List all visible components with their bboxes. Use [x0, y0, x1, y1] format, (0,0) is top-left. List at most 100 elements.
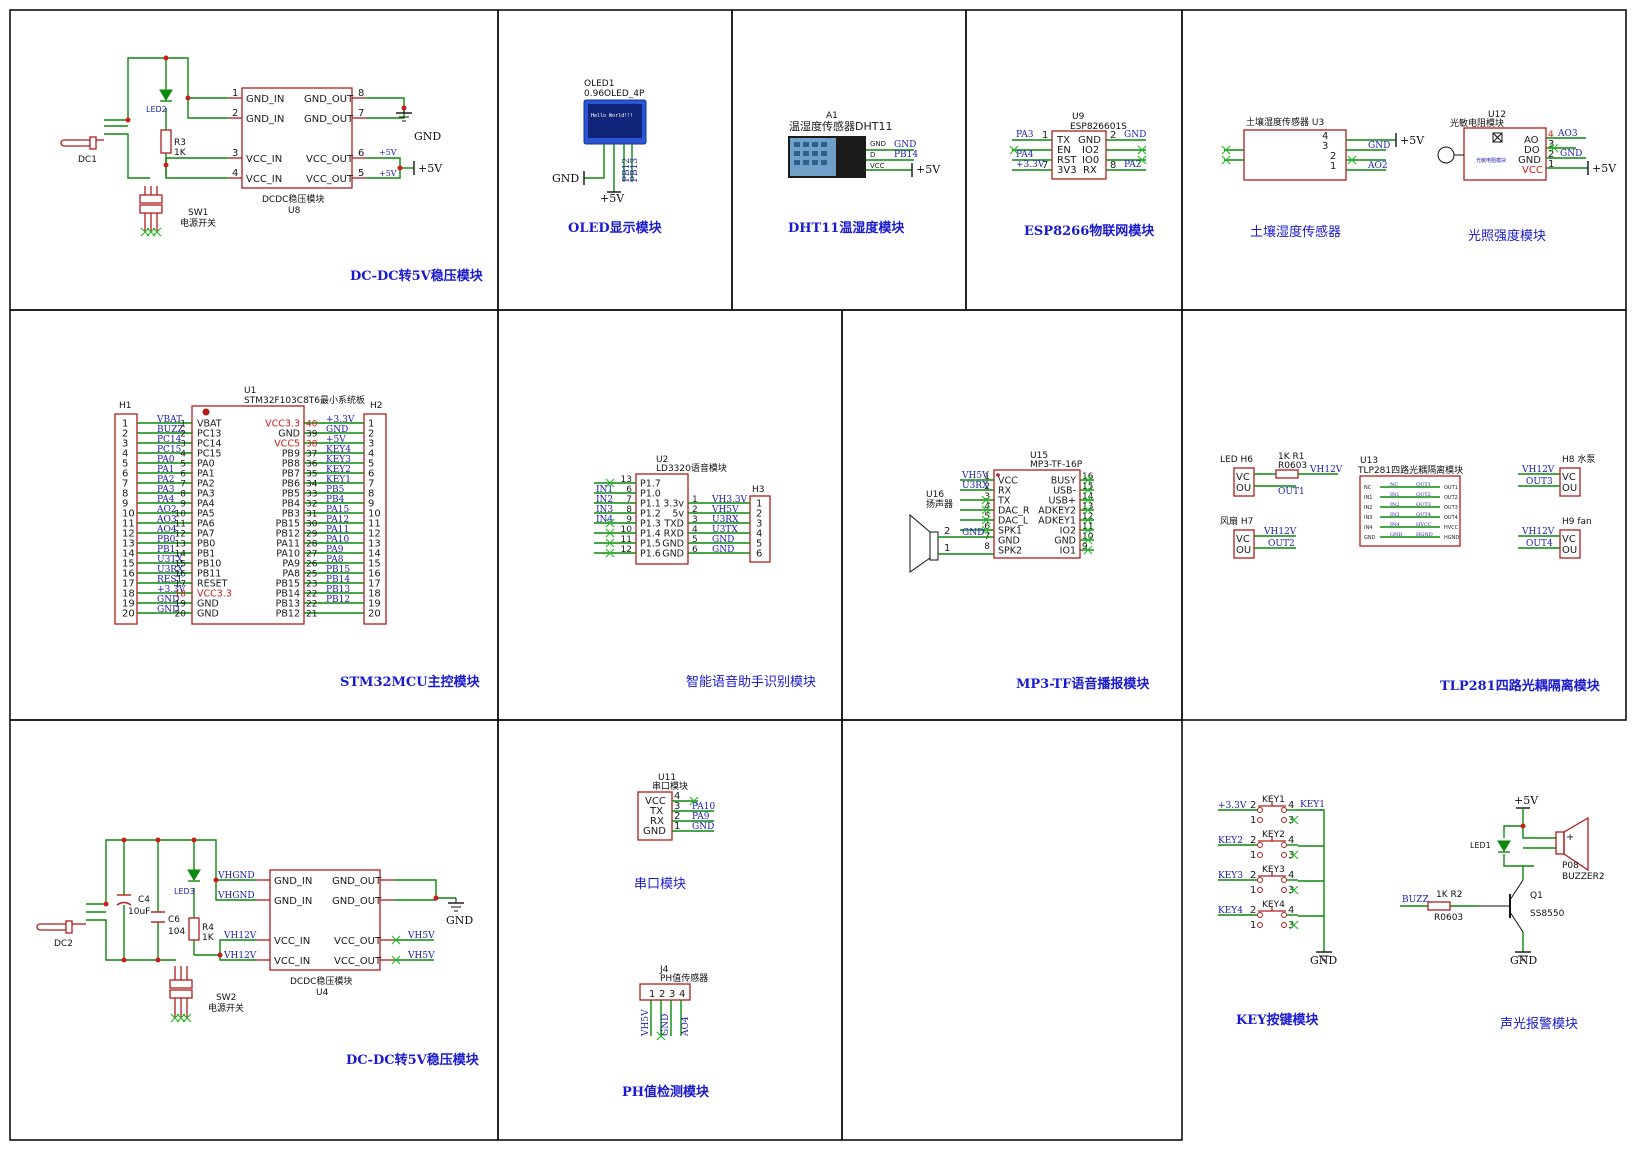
voice-nc-mark [605, 518, 615, 528]
tlp-net-vh12v-1: VH12V [1309, 465, 1343, 475]
mcu-left-num: 14 [175, 550, 187, 560]
dht-name: 温湿度传感器DHT11 [789, 119, 892, 133]
uart-net-pa9: PA9 [692, 812, 710, 822]
voice-left-pin: P1.0 [640, 489, 661, 500]
tlp-inner-net-r: HVCC [1416, 522, 1432, 528]
mcu-right-net: PB14 [326, 575, 350, 585]
dcdc1-pin-r1: GND_OUT [304, 94, 354, 105]
mcu-right-pin: PB15 [276, 579, 300, 590]
tlp-inner-left: IN2 [1364, 505, 1372, 511]
tlp-h8: H8 水泵 [1562, 453, 1595, 465]
key-contact [1257, 887, 1263, 893]
voice-h3-num: 6 [756, 549, 762, 560]
tlp-title: TLP281四路光耦隔离模块 [1440, 678, 1601, 694]
light-ref: U12 [1488, 110, 1506, 120]
mp3-left-num: 8 [984, 542, 990, 552]
mp3-net-gnd: GND [962, 528, 984, 538]
soil-plus5: +5V [1400, 134, 1425, 147]
tlp-net-out4: OUT4 [1526, 539, 1553, 549]
mcu-left-net: PA1 [157, 465, 174, 475]
tlp-h9-vc: VC [1562, 534, 1576, 545]
light-net-gnd: GND [1560, 149, 1582, 159]
uart-pin-vcc: VCC [645, 796, 666, 807]
mcu-left-num: 2 [180, 430, 186, 440]
alarm-title: 声光报警模块 [1500, 1016, 1578, 1032]
mcu-left-pin: PB11 [197, 569, 221, 580]
mcu-h2-num: 3 [368, 439, 374, 450]
mcu-left-net: PC15 [157, 445, 182, 455]
mcu-left-net: U3RX [157, 565, 184, 575]
mcu-right-net: KEY1 [326, 475, 351, 485]
mcu-left-net: PA3 [157, 485, 175, 495]
key-net-left: +3.3V [1218, 801, 1247, 811]
key-pin: 2 [1250, 905, 1256, 916]
voice-left-num: 12 [621, 545, 632, 555]
voice-h3-num: 1 [756, 499, 762, 510]
ph-module: J4 PH值传感器 1 2 3 4 VH5V GND AO4 PH值检测模块 [622, 965, 710, 1100]
mcu-h2-num: 18 [368, 589, 381, 600]
voice-right-pin: TXD [663, 519, 684, 530]
dcdc2-net-r1: VH5V [407, 931, 435, 941]
key-contact [1257, 842, 1263, 848]
tlp-inner-net-r: OUT1 [1416, 482, 1431, 488]
dcdc1-num-l3: 3 [232, 148, 238, 159]
mcu-right-num: 22 [306, 590, 317, 600]
mp3-nc-mark [981, 525, 991, 535]
dcdc2-pin-l1: GND_IN [274, 876, 312, 887]
mcu-h2-num: 1 [368, 419, 374, 430]
mcu-left-pin: PA1 [197, 469, 215, 480]
mcu-right-num: 30 [306, 520, 318, 530]
mp3-ref: U15 [1030, 451, 1048, 461]
light-num-4: 4 [1548, 130, 1554, 140]
module-frames [9, 9, 1627, 1141]
light-net-ao3: AO3 [1557, 129, 1578, 139]
mp3-left-num: 2 [984, 482, 990, 492]
tlp-inner-net-r: OUT2 [1416, 492, 1431, 498]
ph-title: PH值检测模块 [622, 1084, 710, 1100]
mcu-left-pin: GND [197, 599, 219, 610]
key-nc-mark [1289, 815, 1299, 825]
mp3-right-num: 13 [1082, 502, 1093, 512]
mcu-left-num: 6 [180, 470, 186, 480]
tlp-inner-net-l: IN1 [1390, 492, 1400, 498]
key-pin: 3 [1288, 885, 1294, 896]
mp3-left-num: 5 [984, 512, 990, 522]
mcu-h1-num: 11 [122, 519, 135, 530]
voice-left-pin: P1.2 [640, 509, 661, 520]
dcdc1-num-r4: 5 [358, 168, 364, 179]
mp3-right-num: 11 [1082, 522, 1093, 532]
mcu-h1-num: 20 [122, 609, 135, 620]
mcu-right-net: PA11 [326, 525, 349, 535]
key-pin: 4 [1288, 870, 1294, 881]
dcdc1-num-l4: 4 [232, 168, 238, 179]
light-inner: 光敏电阻模块 [1476, 157, 1506, 164]
ph-num-1: 1 [649, 989, 655, 1000]
esp-pin-r2: IO2 [1082, 145, 1099, 156]
voice-left-net: IN2 [596, 495, 613, 505]
mcu-left-num: 8 [180, 490, 186, 500]
mcu-left-pin: PA2 [197, 479, 215, 490]
mcu-h1: H1 [119, 401, 132, 411]
mcu-left-num: 13 [175, 540, 186, 550]
mcu-right-num: 36 [306, 460, 318, 470]
voice-right-net: GND [712, 535, 734, 545]
dcdc1-pin-r4: VCC_OUT [306, 174, 354, 185]
dcdc2-pin-r3: VCC_OUT [334, 936, 382, 947]
mcu-h2-num: 6 [368, 469, 374, 480]
mcu-h2-num: 7 [368, 479, 374, 490]
mcu-left-num: 16 [175, 570, 187, 580]
mp3-left-pin: SPK1 [998, 526, 1022, 537]
key-contact [1257, 807, 1263, 813]
uart-net-pa10: PA10 [692, 802, 715, 812]
mcu-right-pin: PB7 [282, 469, 300, 480]
light-name: 光敏电阻模块 [1450, 117, 1504, 129]
alarm-gnd: GND [1510, 954, 1537, 967]
voice-right-net: U3TX [712, 525, 738, 535]
light-plus5: +5V [1592, 162, 1617, 175]
mp3-right-pin: USB- [1053, 486, 1076, 497]
dcdc2-sw: SW2 [216, 993, 236, 1003]
mp3-spk-num-2: 2 [944, 526, 950, 537]
uart-ref: U11 [658, 773, 676, 783]
mcu-right-pin: PA8 [282, 569, 300, 580]
mp3-nc-mark [1083, 535, 1093, 545]
